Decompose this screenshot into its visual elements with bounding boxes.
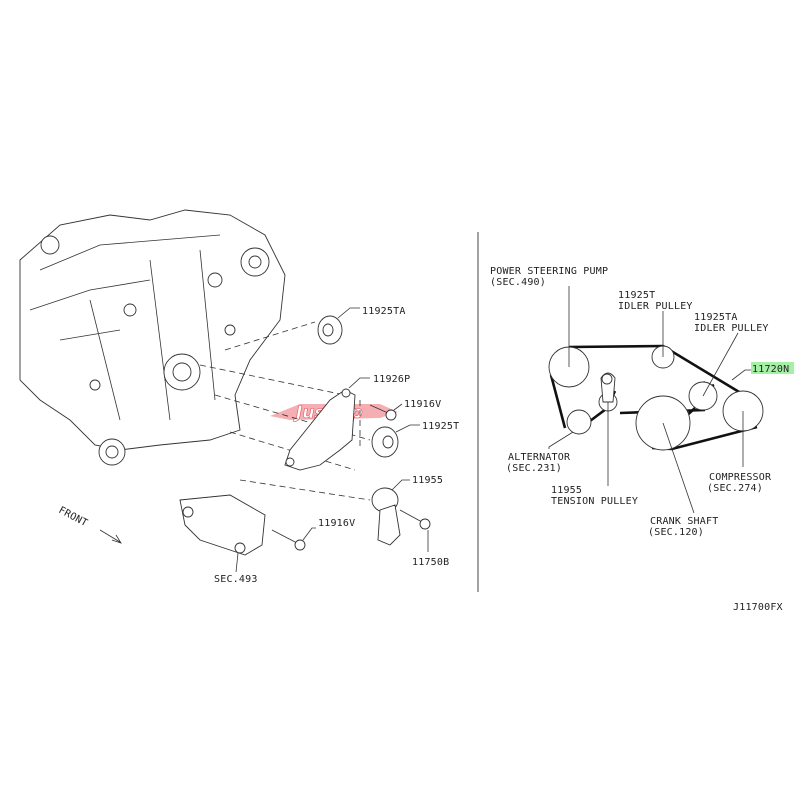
label-tension-part: 11955 xyxy=(551,485,582,496)
label-alternator: ALTERNATOR xyxy=(508,452,571,463)
label-11925t: 11925T xyxy=(422,421,459,432)
label-11916v-upper: 11916V xyxy=(404,399,441,410)
label-idler-ta-part: 11925TA xyxy=(694,312,738,323)
belt-routing-drawing xyxy=(548,344,764,451)
label-compressor: COMPRESSOR xyxy=(709,472,772,483)
tensioner-11955 xyxy=(371,479,410,546)
label-11926p: 11926P xyxy=(373,374,410,385)
label-11750b: 11750B xyxy=(412,557,449,568)
bolt-11916v-upper xyxy=(369,403,403,421)
engine-block-drawing xyxy=(19,209,286,466)
label-idler-ta-name: IDLER PULLEY xyxy=(694,323,769,334)
label-crank-sec: (SEC.120) xyxy=(648,527,704,538)
idler-pulley-11925ta xyxy=(317,307,360,345)
label-belt-11720n: 11720N xyxy=(752,364,789,375)
label-compressor-sec: (SEC.274) xyxy=(707,483,763,494)
front-label: FRONT xyxy=(57,505,90,529)
label-crank-shaft: CRANK SHAFT xyxy=(650,516,718,527)
idler-pulley-11925t xyxy=(371,424,420,458)
bracket-11926p xyxy=(284,377,370,471)
belt-part-highlight xyxy=(751,362,794,374)
label-11955: 11955 xyxy=(412,475,443,486)
label-11925ta: 11925TA xyxy=(362,306,406,317)
label-power-steering-sec: (SEC.490) xyxy=(490,277,546,288)
diagram-id: J11700FX xyxy=(733,602,783,613)
leader-lines xyxy=(548,286,752,514)
label-11916v-lower: 11916V xyxy=(318,518,355,529)
front-arrow: FRONT xyxy=(57,505,122,544)
mount-sec493 xyxy=(179,494,266,573)
bolt-11750b xyxy=(399,509,431,552)
label-alternator-sec: (SEC.231) xyxy=(506,463,562,474)
label-idler-t-name: IDLER PULLEY xyxy=(618,301,693,312)
label-power-steering-pump: POWER STEERING PUMP xyxy=(490,266,608,277)
label-idler-t-part: 11925T xyxy=(618,290,655,301)
label-sec493: SEC.493 xyxy=(214,574,258,585)
label-tension-name: TENSION PULLEY xyxy=(551,496,638,507)
bolt-11916v-lower xyxy=(271,527,316,551)
